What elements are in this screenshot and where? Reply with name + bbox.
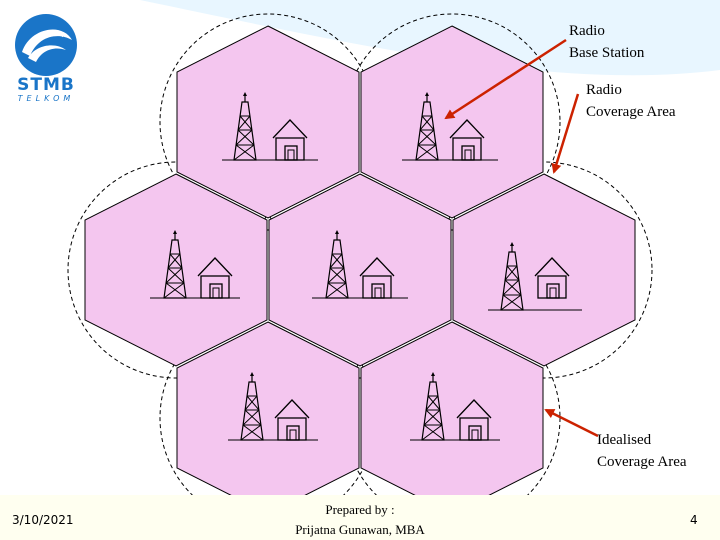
arrow-icon bbox=[544, 408, 599, 438]
label-line: Coverage Area bbox=[597, 454, 687, 470]
svg-text:STMB: STMB bbox=[17, 75, 75, 95]
svg-text:TELKOM: TELKOM bbox=[18, 94, 75, 103]
logo-icon: STMB TELKOM bbox=[15, 14, 77, 103]
base-stations bbox=[150, 91, 582, 441]
cell-hexagon bbox=[176, 25, 360, 219]
label-line: Coverage Area bbox=[586, 104, 676, 120]
hexagon-cells bbox=[84, 25, 636, 515]
label-line: Base Station bbox=[569, 45, 645, 61]
prepared-by-label: Prepared by : bbox=[325, 502, 395, 517]
footer-date: 3/10/2021 bbox=[12, 513, 74, 527]
arrow-icon bbox=[551, 93, 580, 174]
label-line: Idealised bbox=[597, 432, 652, 448]
label-idealised-coverage-area: Idealised Coverage Area bbox=[597, 429, 687, 473]
label-radio-base-station: Radio Base Station bbox=[569, 20, 644, 64]
cell-hexagon bbox=[452, 173, 636, 367]
label-line: Radio bbox=[569, 23, 605, 39]
footer-prepared-by: Prepared by : Prijatna Gunawan, MBA bbox=[260, 500, 460, 540]
slide-footer: 3/10/2021 Prepared by : Prijatna Gunawan… bbox=[0, 495, 720, 540]
page-number: 4 bbox=[690, 513, 698, 527]
label-line: Radio bbox=[586, 82, 622, 98]
author-name: Prijatna Gunawan, MBA bbox=[295, 522, 425, 537]
cell-hexagon bbox=[268, 173, 452, 367]
cell-hexagon bbox=[84, 173, 268, 367]
cell-hexagon bbox=[360, 25, 544, 219]
label-radio-coverage-area: Radio Coverage Area bbox=[586, 79, 676, 123]
arrow-icon bbox=[444, 38, 567, 120]
